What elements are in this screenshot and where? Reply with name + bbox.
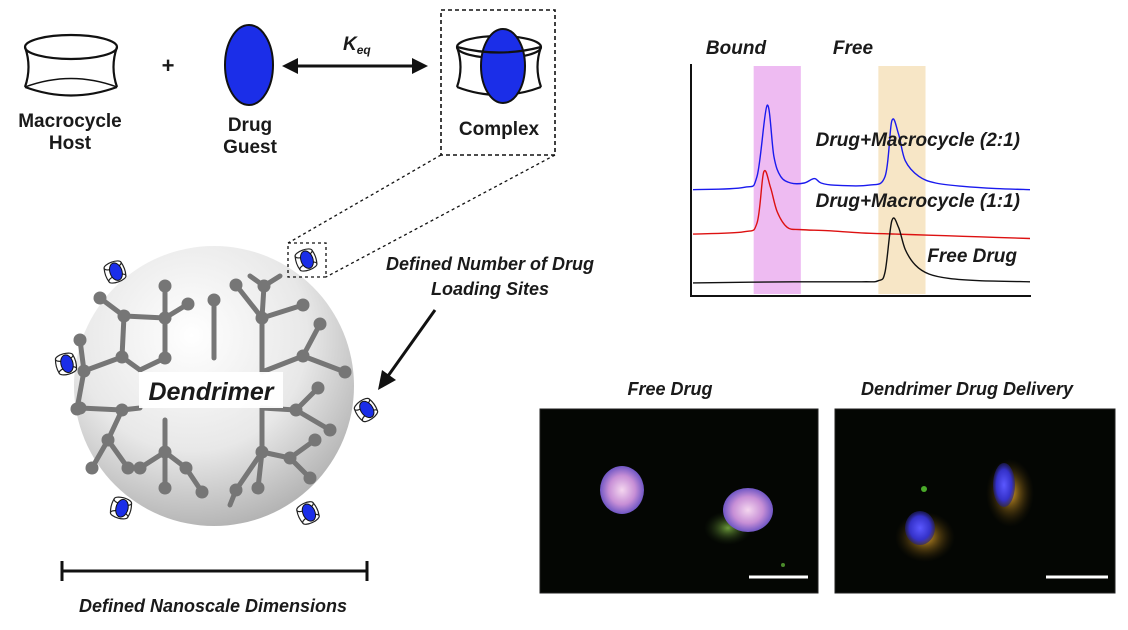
- free-drug-micrograph: [539, 408, 819, 594]
- dendrimer-node: [115, 403, 129, 417]
- dendrimer-node: [257, 279, 271, 293]
- dendrimer-core-label: Dendrimer: [148, 378, 274, 406]
- dendrimer-branch: [293, 407, 333, 433]
- dimension-label: Defined Nanoscale Dimensions: [79, 596, 347, 616]
- dendrimer-node: [255, 311, 269, 325]
- dendrimer-node: [93, 291, 107, 305]
- dendrimer-node: [158, 279, 172, 293]
- free-band: [878, 66, 926, 294]
- dendrimer-branch: [121, 313, 168, 321]
- series-label-2to1: Drug+Macrocycle (2:1): [816, 130, 1020, 151]
- surface-macrocycle-icon: [108, 494, 134, 522]
- dendrimer-node: [73, 401, 87, 415]
- dendrimer-delivery-micrograph: [834, 408, 1116, 594]
- dendrimer-diagram: Dendrimer Defined Number of Drug Loading…: [53, 242, 594, 616]
- series-line-2: [692, 217, 1031, 284]
- dendrimer-branch: [81, 354, 125, 374]
- guest-label-line2: Guest: [223, 137, 278, 158]
- dendrimer-node: [283, 451, 297, 465]
- loading-sites-arrow: [378, 309, 437, 390]
- plus-sign: +: [162, 53, 175, 78]
- dendrimer-node: [195, 485, 209, 499]
- dimension-bar: [60, 561, 369, 581]
- dendrimer-node: [323, 423, 337, 437]
- surface-macrocycle-icon: [293, 498, 323, 528]
- loading-sites-label-line2: Loading Sites: [431, 279, 549, 299]
- right-panel-title: Dendrimer Drug Delivery: [861, 379, 1074, 399]
- equilibrium-scheme: Macrocycle Host + Drug Guest Keq Complex: [18, 9, 556, 158]
- zoom-lines: [287, 154, 556, 278]
- left-panel-title: Free Drug: [627, 379, 712, 399]
- dendrimer-node: [303, 471, 317, 485]
- equilibrium-double-arrow: [282, 58, 428, 74]
- dendrimer-node: [117, 309, 131, 323]
- surface-macrocycle-icon: [292, 246, 320, 274]
- dendrimer-branch: [233, 449, 265, 493]
- series-label-free-drug: Free Drug: [927, 246, 1017, 267]
- dendrimer-node: [158, 481, 172, 495]
- dendrimer-label-bg: [139, 372, 283, 408]
- macrocycle-host-icon: [23, 33, 119, 97]
- loading-sites-label-line1: Defined Number of Drug: [386, 254, 594, 274]
- dendrimer-branch: [259, 302, 306, 321]
- dendrimer-branch: [300, 353, 348, 375]
- dendrimer-node: [121, 461, 135, 475]
- series-label-1to1: Drug+Macrocycle (1:1): [816, 191, 1020, 212]
- dendrimer-branch: [119, 313, 127, 360]
- dendrimer-branch: [77, 405, 125, 413]
- dendrimer-branch: [259, 353, 306, 375]
- bound-region-label: Bound: [706, 38, 767, 59]
- dendrimer-node: [313, 317, 327, 331]
- host-label-line1: Macrocycle: [18, 111, 122, 132]
- dendrimer-node: [179, 461, 193, 475]
- dendrimer-node: [101, 433, 115, 447]
- dendrimer-node: [158, 351, 172, 365]
- dendrimer-node: [133, 461, 147, 475]
- complex-box: [440, 9, 556, 156]
- dendrimer-node: [181, 297, 195, 311]
- dendrimer-node: [289, 403, 303, 417]
- dendrimer-node: [115, 350, 129, 364]
- dendrimer-node: [296, 349, 310, 363]
- complex-label: Complex: [459, 119, 540, 140]
- free-region-label: Free: [833, 38, 874, 59]
- dendrimer-node: [158, 445, 172, 459]
- dendrimer-node: [251, 481, 265, 495]
- chromatogram-series: [692, 104, 1031, 284]
- dendrimer-node: [338, 365, 352, 379]
- microscopy-panels: Free Drug Dendrimer Drug Delivery: [539, 379, 1116, 594]
- dendrimer-node: [308, 433, 322, 447]
- chromatogram-chart: Bound Free Drug+Macrocycle (2:1) Drug+Ma…: [690, 38, 1031, 297]
- dendrimer-node: [311, 381, 325, 395]
- bound-band: [753, 66, 801, 294]
- dendrimer-node: [296, 298, 310, 312]
- complex-icon: [455, 28, 543, 104]
- dendrimer-branches: [70, 273, 352, 508]
- host-label-line2: Host: [49, 133, 92, 154]
- dendrimer-node: [77, 364, 91, 378]
- drug-guest-icon: [224, 24, 274, 106]
- dendrimer-node: [229, 483, 243, 497]
- series-line-1: [692, 169, 1031, 240]
- series-line-0: [692, 104, 1031, 191]
- keq-symbol: Keq: [343, 34, 371, 57]
- dendrimer-node: [158, 311, 172, 325]
- dendrimer-branch: [233, 282, 265, 321]
- guest-label-line1: Drug: [228, 115, 272, 136]
- dendrimer-node: [207, 293, 221, 307]
- highlight-box: [287, 242, 327, 278]
- dendrimer-node: [85, 461, 99, 475]
- dendrimer-node: [229, 278, 243, 292]
- surface-macrocycle-icon: [351, 395, 381, 425]
- dendrimer-node: [255, 445, 269, 459]
- dendrimer-node: [73, 333, 87, 347]
